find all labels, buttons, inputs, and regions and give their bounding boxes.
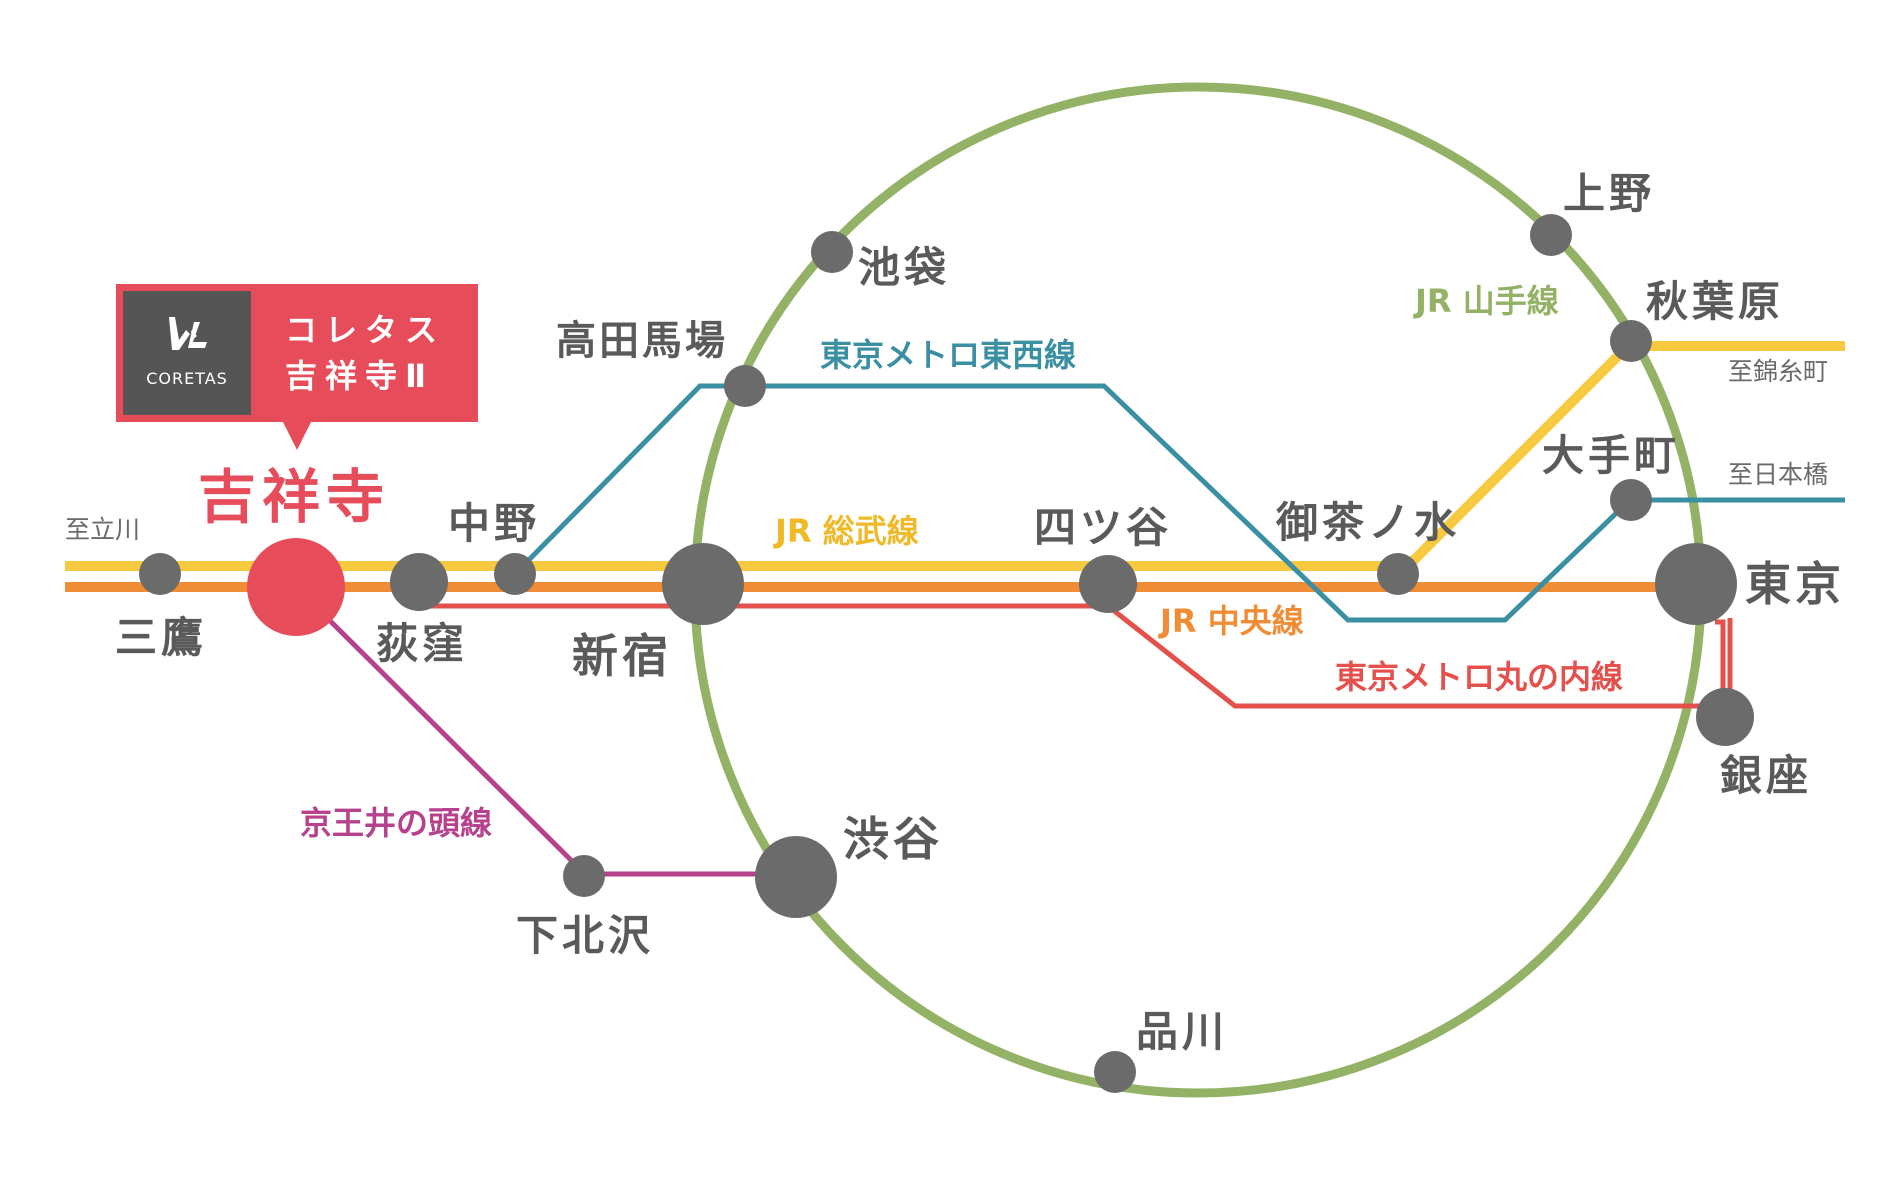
- direction-label-nihonbashi: 至日本橋: [1728, 460, 1828, 489]
- direction-label-kinshicho: 至錦糸町: [1728, 357, 1828, 386]
- station-label-shinagawa: 品川: [1136, 1007, 1228, 1056]
- line-label-sobu: JR 総武線: [773, 512, 919, 550]
- station-label-shimokitazawa: 下北沢: [516, 911, 654, 960]
- station-label-ginza: 銀座: [1720, 751, 1812, 800]
- station-label-otemachi: 大手町: [1542, 431, 1680, 480]
- station-dot-ogikubo[interactable]: [390, 553, 448, 611]
- station-dot-tokyo[interactable]: [1655, 543, 1737, 625]
- badge-logo-text: CORETAS: [146, 369, 228, 388]
- line-label-inokashira: 京王井の頭線: [300, 804, 492, 842]
- station-label-nakano: 中野: [448, 499, 540, 548]
- station-label-takadanobaba: 高田馬場: [556, 318, 728, 364]
- station-dot-yotsuya[interactable]: [1079, 555, 1137, 613]
- station-dot-ikebukuro[interactable]: [811, 231, 853, 273]
- direction-label-tachikawa: 至立川: [65, 515, 140, 544]
- station-dot-shinjuku[interactable]: [662, 543, 744, 625]
- line-label-marunouchi: 東京メトロ丸の内線: [1335, 658, 1623, 696]
- station-label-mitaka: 三鷹: [115, 613, 207, 662]
- station-label-ueno: 上野: [1563, 169, 1655, 218]
- station-dot-ueno[interactable]: [1530, 214, 1572, 256]
- station-dot-otemachi[interactable]: [1610, 479, 1652, 521]
- station-label-ochanomizu: 御茶ノ水: [1275, 498, 1460, 547]
- station-label-tokyo: 東京: [1745, 557, 1845, 611]
- station-dot-shimokitazawa[interactable]: [563, 855, 605, 897]
- station-label-ogikubo: 荻窪: [376, 619, 468, 668]
- coretas-logo-icon: [169, 317, 207, 350]
- line-label-tozai: 東京メトロ東西線: [820, 336, 1076, 374]
- station-label-kichijoji: 吉祥寺: [198, 463, 390, 531]
- station-dot-shinagawa[interactable]: [1094, 1051, 1136, 1093]
- station-dot-shibuya[interactable]: [755, 836, 837, 918]
- line-label-chuo: JR 中央線: [1158, 602, 1304, 640]
- station-dot-mitaka[interactable]: [139, 553, 181, 595]
- station-label-yotsuya: 四ツ谷: [1034, 503, 1172, 552]
- station-label-shinjuku: 新宿: [572, 629, 672, 683]
- station-dot-ochanomizu[interactable]: [1377, 553, 1419, 595]
- property-badge[interactable]: CORETAS コレタス 吉祥寺Ⅱ: [116, 284, 478, 450]
- station-label-akihabara: 秋葉原: [1646, 277, 1784, 326]
- station-dot-nakano[interactable]: [494, 553, 536, 595]
- station-label-shibuya: 渋谷: [843, 812, 943, 866]
- badge-logo-bg: [123, 291, 251, 415]
- line-label-yamanote: JR 山手線: [1413, 282, 1559, 320]
- badge-pointer: [282, 420, 312, 450]
- badge-name-line1: コレタス: [285, 311, 445, 349]
- badge-name-line2: 吉祥寺Ⅱ: [285, 357, 434, 395]
- station-dot-ginza[interactable]: [1696, 688, 1754, 746]
- station-dot-kichijoji[interactable]: [247, 538, 345, 636]
- marunouchi-line-ginza: [1715, 619, 1726, 718]
- station-dot-takadanobaba[interactable]: [724, 365, 766, 407]
- station-label-ikebukuro: 池袋: [858, 243, 950, 292]
- station-dot-akihabara[interactable]: [1610, 320, 1652, 362]
